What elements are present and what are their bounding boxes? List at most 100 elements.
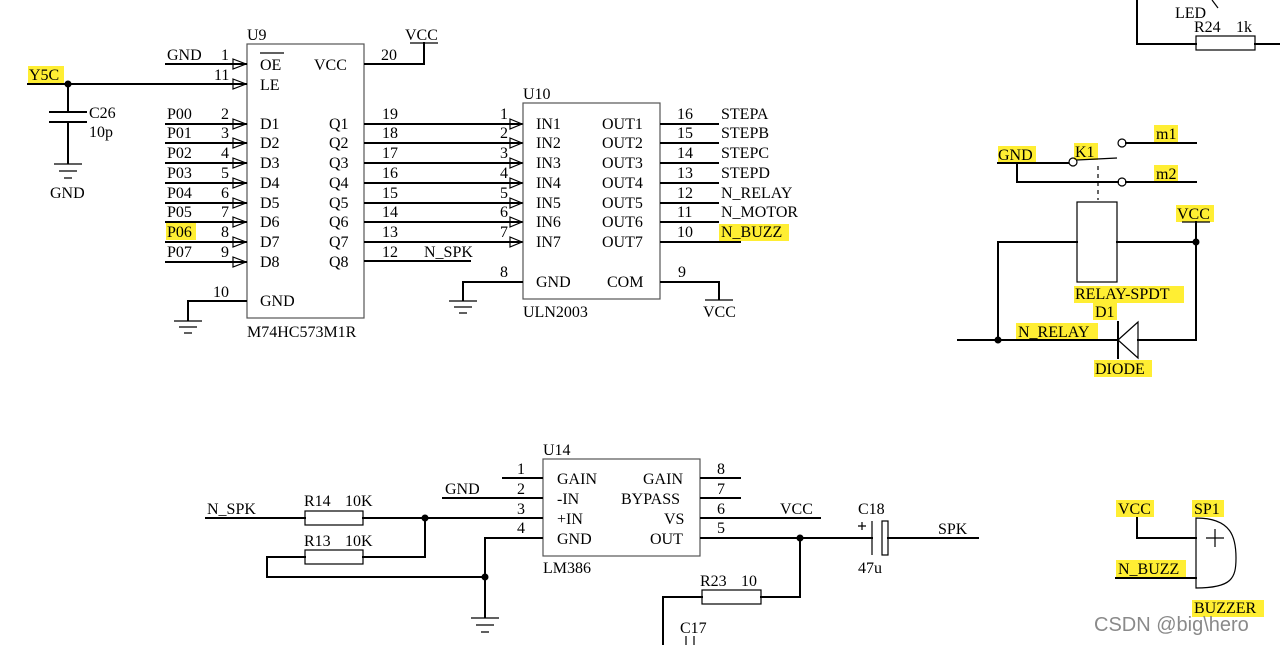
net-label: P05: [167, 204, 192, 221]
net-label-m2: m2: [1156, 166, 1176, 183]
u10-input-arrows: [509, 118, 524, 248]
u14-pin-name: +IN: [557, 511, 583, 528]
u14-pin-num: 8: [717, 461, 725, 478]
net-label-n-relay: N_RELAY: [1018, 324, 1090, 341]
u9-pin-name: Q7: [329, 234, 349, 251]
u9-pin-name: D1: [260, 116, 280, 133]
u9-pin-name: D2: [260, 135, 280, 152]
u10-pin-num: 15: [677, 125, 693, 142]
u9-pin-name: Q3: [329, 155, 349, 172]
net-label: P06: [167, 224, 192, 241]
u10-pin-name: IN2: [536, 135, 561, 152]
u14-pin-num: 2: [517, 481, 525, 498]
u9-input-arrows: [232, 58, 248, 268]
u10-pin-name: OUT7: [602, 234, 643, 251]
u14-body: [542, 458, 701, 557]
net-label: VCC: [703, 304, 736, 321]
r23-value: 10: [741, 573, 757, 590]
u9-pin-name: D8: [260, 254, 280, 271]
net-label: P04: [167, 185, 192, 202]
u9-pin-num: 13: [382, 224, 398, 241]
u14-pin-num: 4: [517, 520, 525, 537]
u9-part: M74HC573M1R: [247, 324, 357, 341]
net-label-y5c: Y5C: [29, 67, 59, 84]
net-label: N_MOTOR: [721, 204, 798, 221]
net-label: N_BUZZ: [721, 224, 782, 241]
u10-pin-num: 2: [500, 125, 508, 142]
u9-pin-name: D6: [260, 214, 280, 231]
u9-ref: U9: [247, 27, 267, 44]
u10-pin-num: 4: [500, 165, 508, 182]
net-label: STEPC: [721, 145, 769, 162]
net-label: P03: [167, 165, 192, 182]
u10-pin-num: 1: [500, 106, 508, 123]
u14-ref: U14: [543, 442, 571, 459]
u10-pin-num: 6: [500, 204, 508, 221]
u14-part: LM386: [543, 560, 591, 577]
u14-amplifier: U14 LM386 1 GAIN 2 -IN GND 3 +IN 4 GND 8…: [424, 442, 861, 577]
relay-part: RELAY-SPDT: [1075, 286, 1170, 303]
u10-pin-name: IN1: [536, 116, 561, 133]
u9-pin-num: 7: [221, 204, 229, 221]
u10-pin-num: 13: [677, 165, 693, 182]
u9-pin-name: D7: [260, 234, 280, 251]
u9-pin-num: 20: [381, 47, 397, 64]
u9-pin-name: LE: [260, 77, 280, 94]
net-label-m1: m1: [1156, 126, 1176, 143]
net-label: VCC: [405, 27, 438, 44]
u9-pin-num: 18: [382, 125, 398, 142]
u10-pin-name: IN7: [536, 234, 561, 251]
u9-pin-name: Q4: [329, 175, 349, 192]
net-label-spk: SPK: [938, 521, 968, 538]
u9-pin-num: 12: [382, 244, 398, 261]
c26-value: 10p: [89, 124, 113, 141]
u9-pin-name: GND: [260, 293, 295, 310]
u9-body: [246, 43, 365, 319]
u9-pin-num: 6: [221, 185, 229, 202]
c26-ref: C26: [89, 105, 116, 122]
u10-pin-name: COM: [607, 274, 643, 291]
c18-value: 47u: [858, 560, 882, 577]
u9-pin-name: D4: [260, 175, 280, 192]
net-label-gnd: GND: [50, 185, 85, 202]
watermark: CSDN @big\hero: [1094, 614, 1249, 636]
net-label: N_RELAY: [721, 185, 793, 202]
amp-network: N_SPK R14 10K R13 10K C18 47u SPK R23 10…: [205, 493, 979, 645]
u10-pin-num: 16: [677, 106, 693, 123]
c18-ref: C18: [858, 501, 885, 518]
r23-ref: R23: [700, 573, 727, 590]
led-label: LED: [1175, 5, 1206, 22]
u10-pin-num: 14: [677, 145, 693, 162]
u10-pin-name: OUT2: [602, 135, 643, 152]
u14-pin-num: 6: [717, 501, 725, 518]
u9-pin-num: 14: [382, 204, 398, 221]
u10-pin-name: OUT6: [602, 214, 643, 231]
diode-part: DIODE: [1095, 361, 1145, 378]
u9-pin-name: Q2: [329, 135, 349, 152]
u14-pin-name: GAIN: [557, 471, 597, 488]
u10-pin-name: IN3: [536, 155, 561, 172]
u9-pin-num: 1: [221, 47, 229, 64]
u10-pin-name: IN6: [536, 214, 561, 231]
u10-pin-name: GND: [536, 274, 571, 291]
net-label: P01: [167, 125, 192, 142]
u9-pin-num: 11: [214, 67, 229, 84]
u10-pin-num: 5: [500, 185, 508, 202]
u9-pin-num: 9: [221, 244, 229, 261]
u9-pin-num: 3: [221, 125, 229, 142]
r24-ref: R24: [1194, 19, 1221, 36]
u9-pin-name: VCC: [314, 57, 347, 74]
relay-k1: GND K1 m1 m2 VCC RELAY-SPDT D1 N_RELAY D…: [957, 126, 1210, 378]
u14-pin-num: 7: [717, 481, 725, 498]
u10-driver: U10 ULN2003 1 IN1 2 IN2 3 IN3 4 IN4 5 IN…: [449, 86, 798, 321]
net-label: VCC: [780, 501, 813, 518]
buzzer-sp1: VCC SP1 N_BUZZ BUZZER: [1115, 501, 1257, 617]
r14-value: 10K: [345, 493, 373, 510]
r13-value: 10K: [345, 533, 373, 550]
buzzer-part: BUZZER: [1194, 600, 1257, 617]
c17-ref: C17: [680, 620, 707, 637]
u10-pin-num: 9: [678, 264, 686, 281]
u10-pin-name: IN4: [536, 175, 561, 192]
u14-pin-name: OUT: [650, 531, 683, 548]
